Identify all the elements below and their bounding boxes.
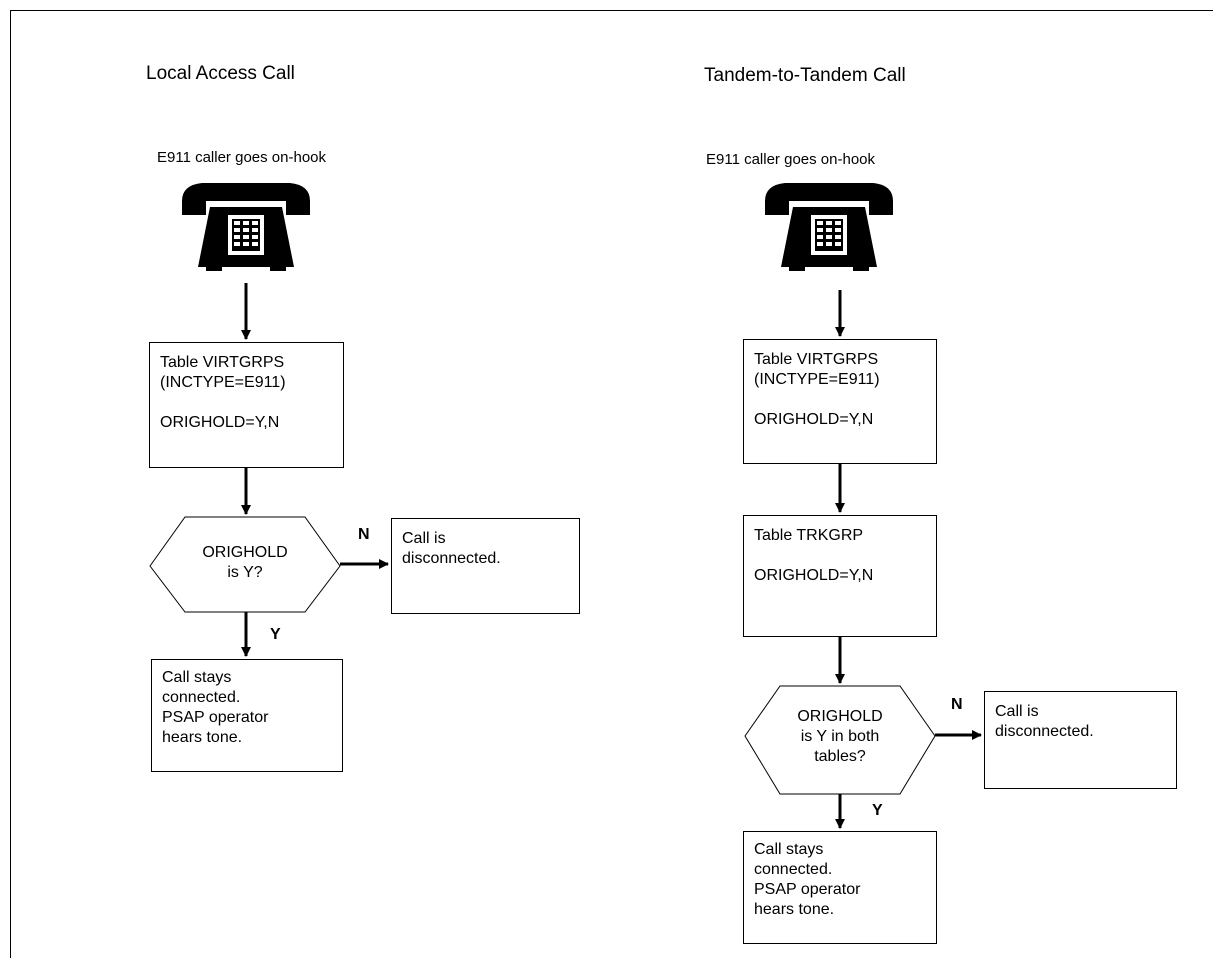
box-line: (INCTYPE=E911) <box>754 371 880 388</box>
left-decision-text: ORIGHOLD is Y? <box>175 543 315 583</box>
right-no-label: N <box>951 696 963 713</box>
left-caption: E911 caller goes on-hook <box>157 149 326 166</box>
box-line: ORIGHOLD=Y,N <box>754 567 874 584</box>
box-line: Call stays <box>754 841 824 858</box>
box-line: ORIGHOLD=Y,N <box>160 414 280 431</box>
right-connected-box: Call stays connected. PSAP operator hear… <box>743 831 937 944</box>
right-yes-label: Y <box>872 802 883 819</box>
telephone-icon-right <box>765 183 893 271</box>
left-yes-label: Y <box>270 626 281 643</box>
box-line: Table VIRTGRPS <box>160 354 285 371</box>
right-disconnected-box: Call is disconnected. <box>984 691 1177 789</box>
telephone-icon-left <box>182 183 310 271</box>
box-line: ORIGHOLD=Y,N <box>754 411 874 428</box>
left-column-title: Local Access Call <box>146 63 295 84</box>
box-line: disconnected. <box>995 723 1094 740</box>
decision-hexagon-left <box>149 516 341 613</box>
box-line: disconnected. <box>402 550 501 567</box>
box-line: Call is <box>995 703 1039 720</box>
right-column-title: Tandem-to-Tandem Call <box>704 65 906 86</box>
box-line: Table VIRTGRPS <box>754 351 879 368</box>
right-virtgrps-box: Table VIRTGRPS (INCTYPE=E911) ORIGHOLD=Y… <box>743 339 937 464</box>
box-line: hears tone. <box>754 901 835 918</box>
box-line: Call is <box>402 530 446 547</box>
box-line: hears tone. <box>162 729 243 746</box>
left-connected-box: Call stays connected. PSAP operator hear… <box>151 659 343 772</box>
right-decision-text: ORIGHOLD is Y in both tables? <box>770 707 910 767</box>
decision-line: is Y? <box>227 564 263 581</box>
box-line: connected. <box>162 689 241 706</box>
box-line: (INCTYPE=E911) <box>160 374 286 391</box>
left-no-label: N <box>358 526 370 543</box>
box-line: PSAP operator <box>754 881 861 898</box>
decision-line: tables? <box>814 748 866 765</box>
right-trkgrp-box: Table TRKGRP ORIGHOLD=Y,N <box>743 515 937 637</box>
diagram-frame <box>10 10 1213 958</box>
box-line: connected. <box>754 861 833 878</box>
right-caption: E911 caller goes on-hook <box>706 151 875 168</box>
left-virtgrps-box: Table VIRTGRPS (INCTYPE=E911) ORIGHOLD=Y… <box>149 342 344 468</box>
left-disconnected-box: Call is disconnected. <box>391 518 580 614</box>
decision-line: is Y in both <box>800 728 880 745</box>
box-line: Table TRKGRP <box>754 527 864 544</box>
decision-line: ORIGHOLD <box>797 708 883 725</box>
decision-line: ORIGHOLD <box>202 544 288 561</box>
box-line: Call stays <box>162 669 232 686</box>
box-line: PSAP operator <box>162 709 269 726</box>
